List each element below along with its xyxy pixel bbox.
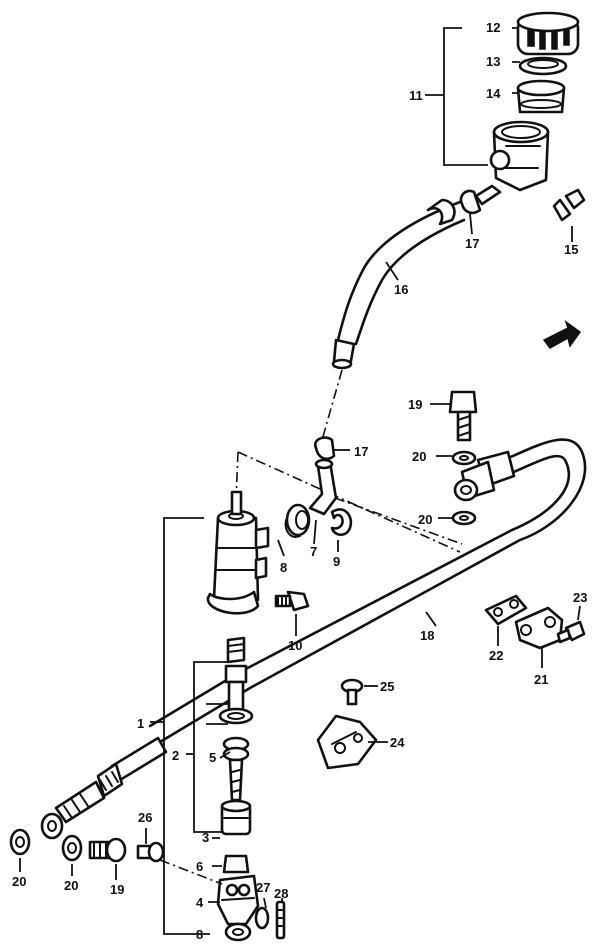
callout-18: 18: [420, 628, 434, 643]
hose-union-7: [308, 458, 338, 516]
washer-20-upper-a: [451, 450, 477, 466]
callout-19-lower: 19: [110, 882, 124, 897]
callout-22: 22: [489, 648, 503, 663]
hose-clamp-17-lower: [313, 436, 336, 461]
callout-20-upper-b: 20: [418, 512, 432, 527]
callout-2: 2: [172, 748, 179, 763]
callout-26: 26: [138, 810, 152, 825]
callout-15: 15: [564, 242, 578, 257]
washer-20-lower-b: [61, 834, 83, 862]
piston-assembly: [218, 636, 254, 725]
callout-1: 1: [137, 716, 144, 731]
cotter-pin-28: [275, 900, 286, 940]
callout-20-upper-a: 20: [412, 449, 426, 464]
callout-5: 5: [209, 750, 216, 765]
brake-hose-18: [40, 438, 587, 840]
union-bolt-19-lower: [88, 837, 127, 863]
oring-8-upper: [284, 503, 311, 538]
callout-24: 24: [390, 735, 405, 750]
washer-20-upper-b: [451, 510, 477, 526]
callout-25: 25: [380, 679, 394, 694]
callout-4: 4: [196, 895, 204, 910]
hose-clamp-17-upper: [459, 189, 482, 215]
nut-8-lower: [224, 922, 252, 942]
reservoir-hose-16: [331, 198, 466, 370]
washer-27: [254, 906, 270, 930]
callout-27: 27: [256, 880, 270, 895]
callout-6: 6: [196, 859, 203, 874]
callout-20-lower-b: 20: [64, 878, 78, 893]
bolt-23: [556, 620, 586, 644]
clevis-4: [216, 874, 260, 926]
callout-8-upper: 8: [280, 560, 287, 575]
bracket-21: [514, 606, 564, 650]
callout-14: 14: [486, 86, 501, 101]
callout-28: 28: [274, 886, 288, 901]
guard-24: [316, 714, 378, 770]
reservoir-cap-12: [516, 11, 580, 56]
callout-7: 7: [310, 544, 317, 559]
master-cylinder-body: [206, 490, 270, 615]
pushrod-3: [220, 799, 252, 836]
callout-13: 13: [486, 54, 500, 69]
circlip-9: [330, 508, 353, 537]
callout-21: 21: [534, 672, 548, 687]
nut-6: [222, 854, 250, 874]
callout-16: 16: [394, 282, 408, 297]
callout-9: 9: [333, 554, 340, 569]
callout-10: 10: [288, 638, 302, 653]
union-bolt-19-upper: [448, 390, 478, 442]
callout-17-upper: 17: [465, 236, 479, 251]
callout-12: 12: [486, 20, 500, 35]
plate-22: [484, 594, 528, 626]
callout-11: 11: [409, 88, 423, 103]
callout-8-lower: 8: [196, 927, 203, 942]
screw-25: [340, 678, 364, 706]
callout-20-lower-a: 20: [12, 874, 26, 889]
direction-arrow-icon: [542, 320, 582, 349]
callout-17-lower: 17: [354, 444, 368, 459]
callout-19-upper: 19: [408, 397, 422, 412]
diaphragm-14: [516, 79, 566, 114]
boot-5: [222, 736, 250, 802]
callout-3: 3: [202, 830, 209, 845]
bolt-10: [274, 590, 310, 612]
callout-23: 23: [573, 590, 587, 605]
reservoir-body-11: [474, 120, 550, 206]
pin-26: [136, 841, 165, 863]
diaphragm-plate-13: [518, 56, 568, 76]
washer-20-lower-a: [9, 828, 31, 856]
bolt-15: [552, 188, 586, 222]
